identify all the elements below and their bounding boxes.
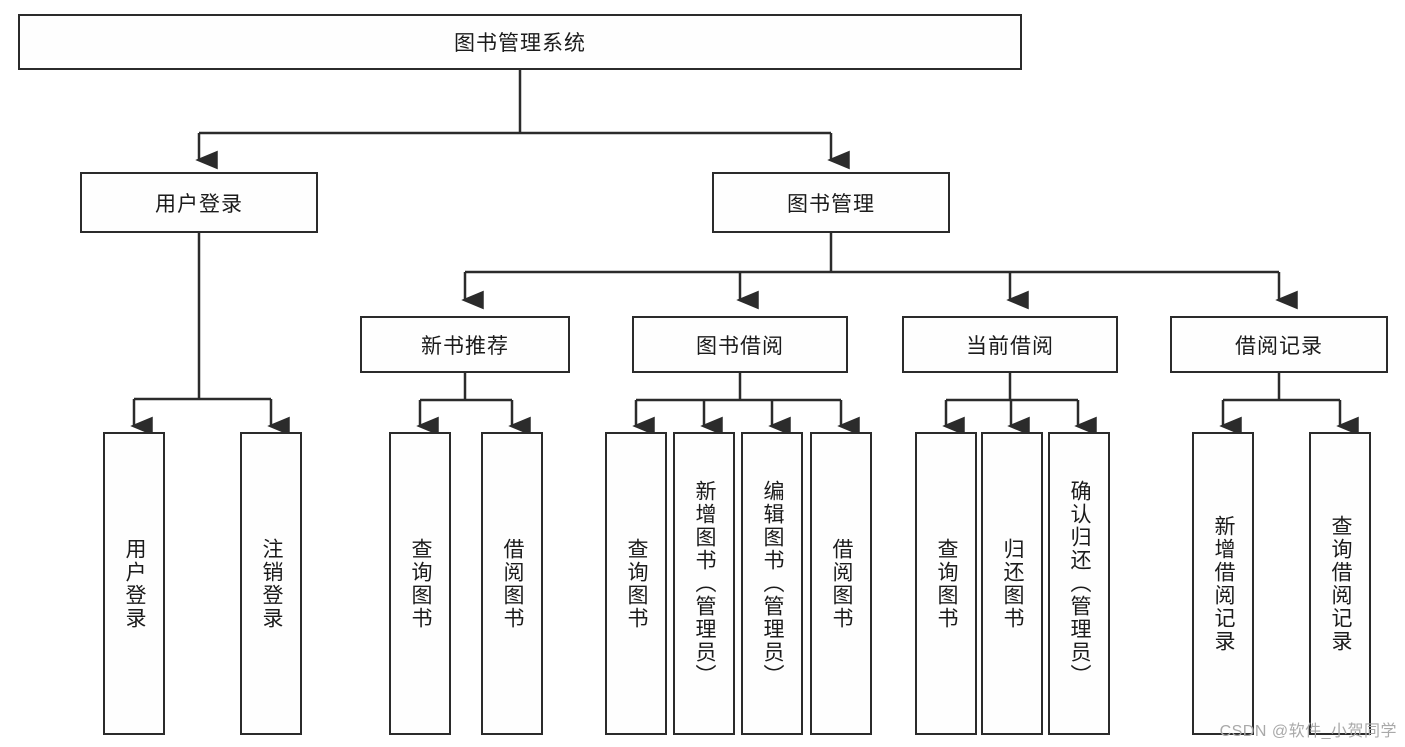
leaf-record-add-record[interactable]: 新增借阅记录	[1192, 432, 1254, 735]
node-current-borrow[interactable]: 当前借阅	[902, 316, 1118, 373]
node-user-login[interactable]: 用户登录	[80, 172, 318, 233]
node-label: 查询图书	[625, 537, 649, 630]
node-book-management[interactable]: 图书管理	[712, 172, 950, 233]
node-label: 归还图书	[1001, 537, 1025, 630]
node-label: 查询图书	[409, 537, 433, 630]
csdn-watermark: CSDN @软件_小贺同学	[1219, 723, 1397, 740]
node-label: 确认归还（管理员）	[1068, 480, 1092, 687]
node-label: 当前借阅	[966, 334, 1054, 358]
leaf-record-query-record[interactable]: 查询借阅记录	[1309, 432, 1371, 735]
leaf-current-return-book[interactable]: 归还图书	[981, 432, 1043, 735]
node-label: 图书借阅	[696, 334, 784, 358]
node-label: 借阅记录	[1235, 334, 1323, 358]
node-label: 借阅图书	[501, 537, 525, 630]
leaf-recommend-borrow-book[interactable]: 借阅图书	[481, 432, 543, 735]
node-borrow-record[interactable]: 借阅记录	[1170, 316, 1388, 373]
node-label: 查询图书	[935, 537, 959, 630]
node-root-system[interactable]: 图书管理系统	[18, 14, 1022, 70]
node-label: 编辑图书（管理员）	[761, 480, 785, 687]
node-label: 用户登录	[123, 537, 147, 630]
leaf-borrow-borrow-book[interactable]: 借阅图书	[810, 432, 872, 735]
node-label: 借阅图书	[830, 537, 854, 630]
node-book-borrow[interactable]: 图书借阅	[632, 316, 848, 373]
node-label: 图书管理	[787, 192, 875, 216]
node-new-book-recommend[interactable]: 新书推荐	[360, 316, 570, 373]
leaf-borrow-query-book[interactable]: 查询图书	[605, 432, 667, 735]
node-label: 查询借阅记录	[1329, 514, 1353, 653]
leaf-recommend-query-book[interactable]: 查询图书	[389, 432, 451, 735]
node-label: 新增借阅记录	[1212, 514, 1236, 653]
leaf-current-confirm-return[interactable]: 确认归还（管理员）	[1048, 432, 1110, 735]
node-label: 用户登录	[155, 192, 243, 216]
node-label: 注销登录	[260, 537, 284, 630]
node-label: 新增图书（管理员）	[693, 480, 717, 687]
node-label: 图书管理系统	[454, 32, 586, 55]
leaf-borrow-add-book[interactable]: 新增图书（管理员）	[673, 432, 735, 735]
leaf-current-query-book[interactable]: 查询图书	[915, 432, 977, 735]
node-label: 新书推荐	[421, 334, 509, 358]
leaf-user-login-logout[interactable]: 注销登录	[240, 432, 302, 735]
leaf-user-login-login[interactable]: 用户登录	[103, 432, 165, 735]
leaf-borrow-edit-book[interactable]: 编辑图书（管理员）	[741, 432, 803, 735]
